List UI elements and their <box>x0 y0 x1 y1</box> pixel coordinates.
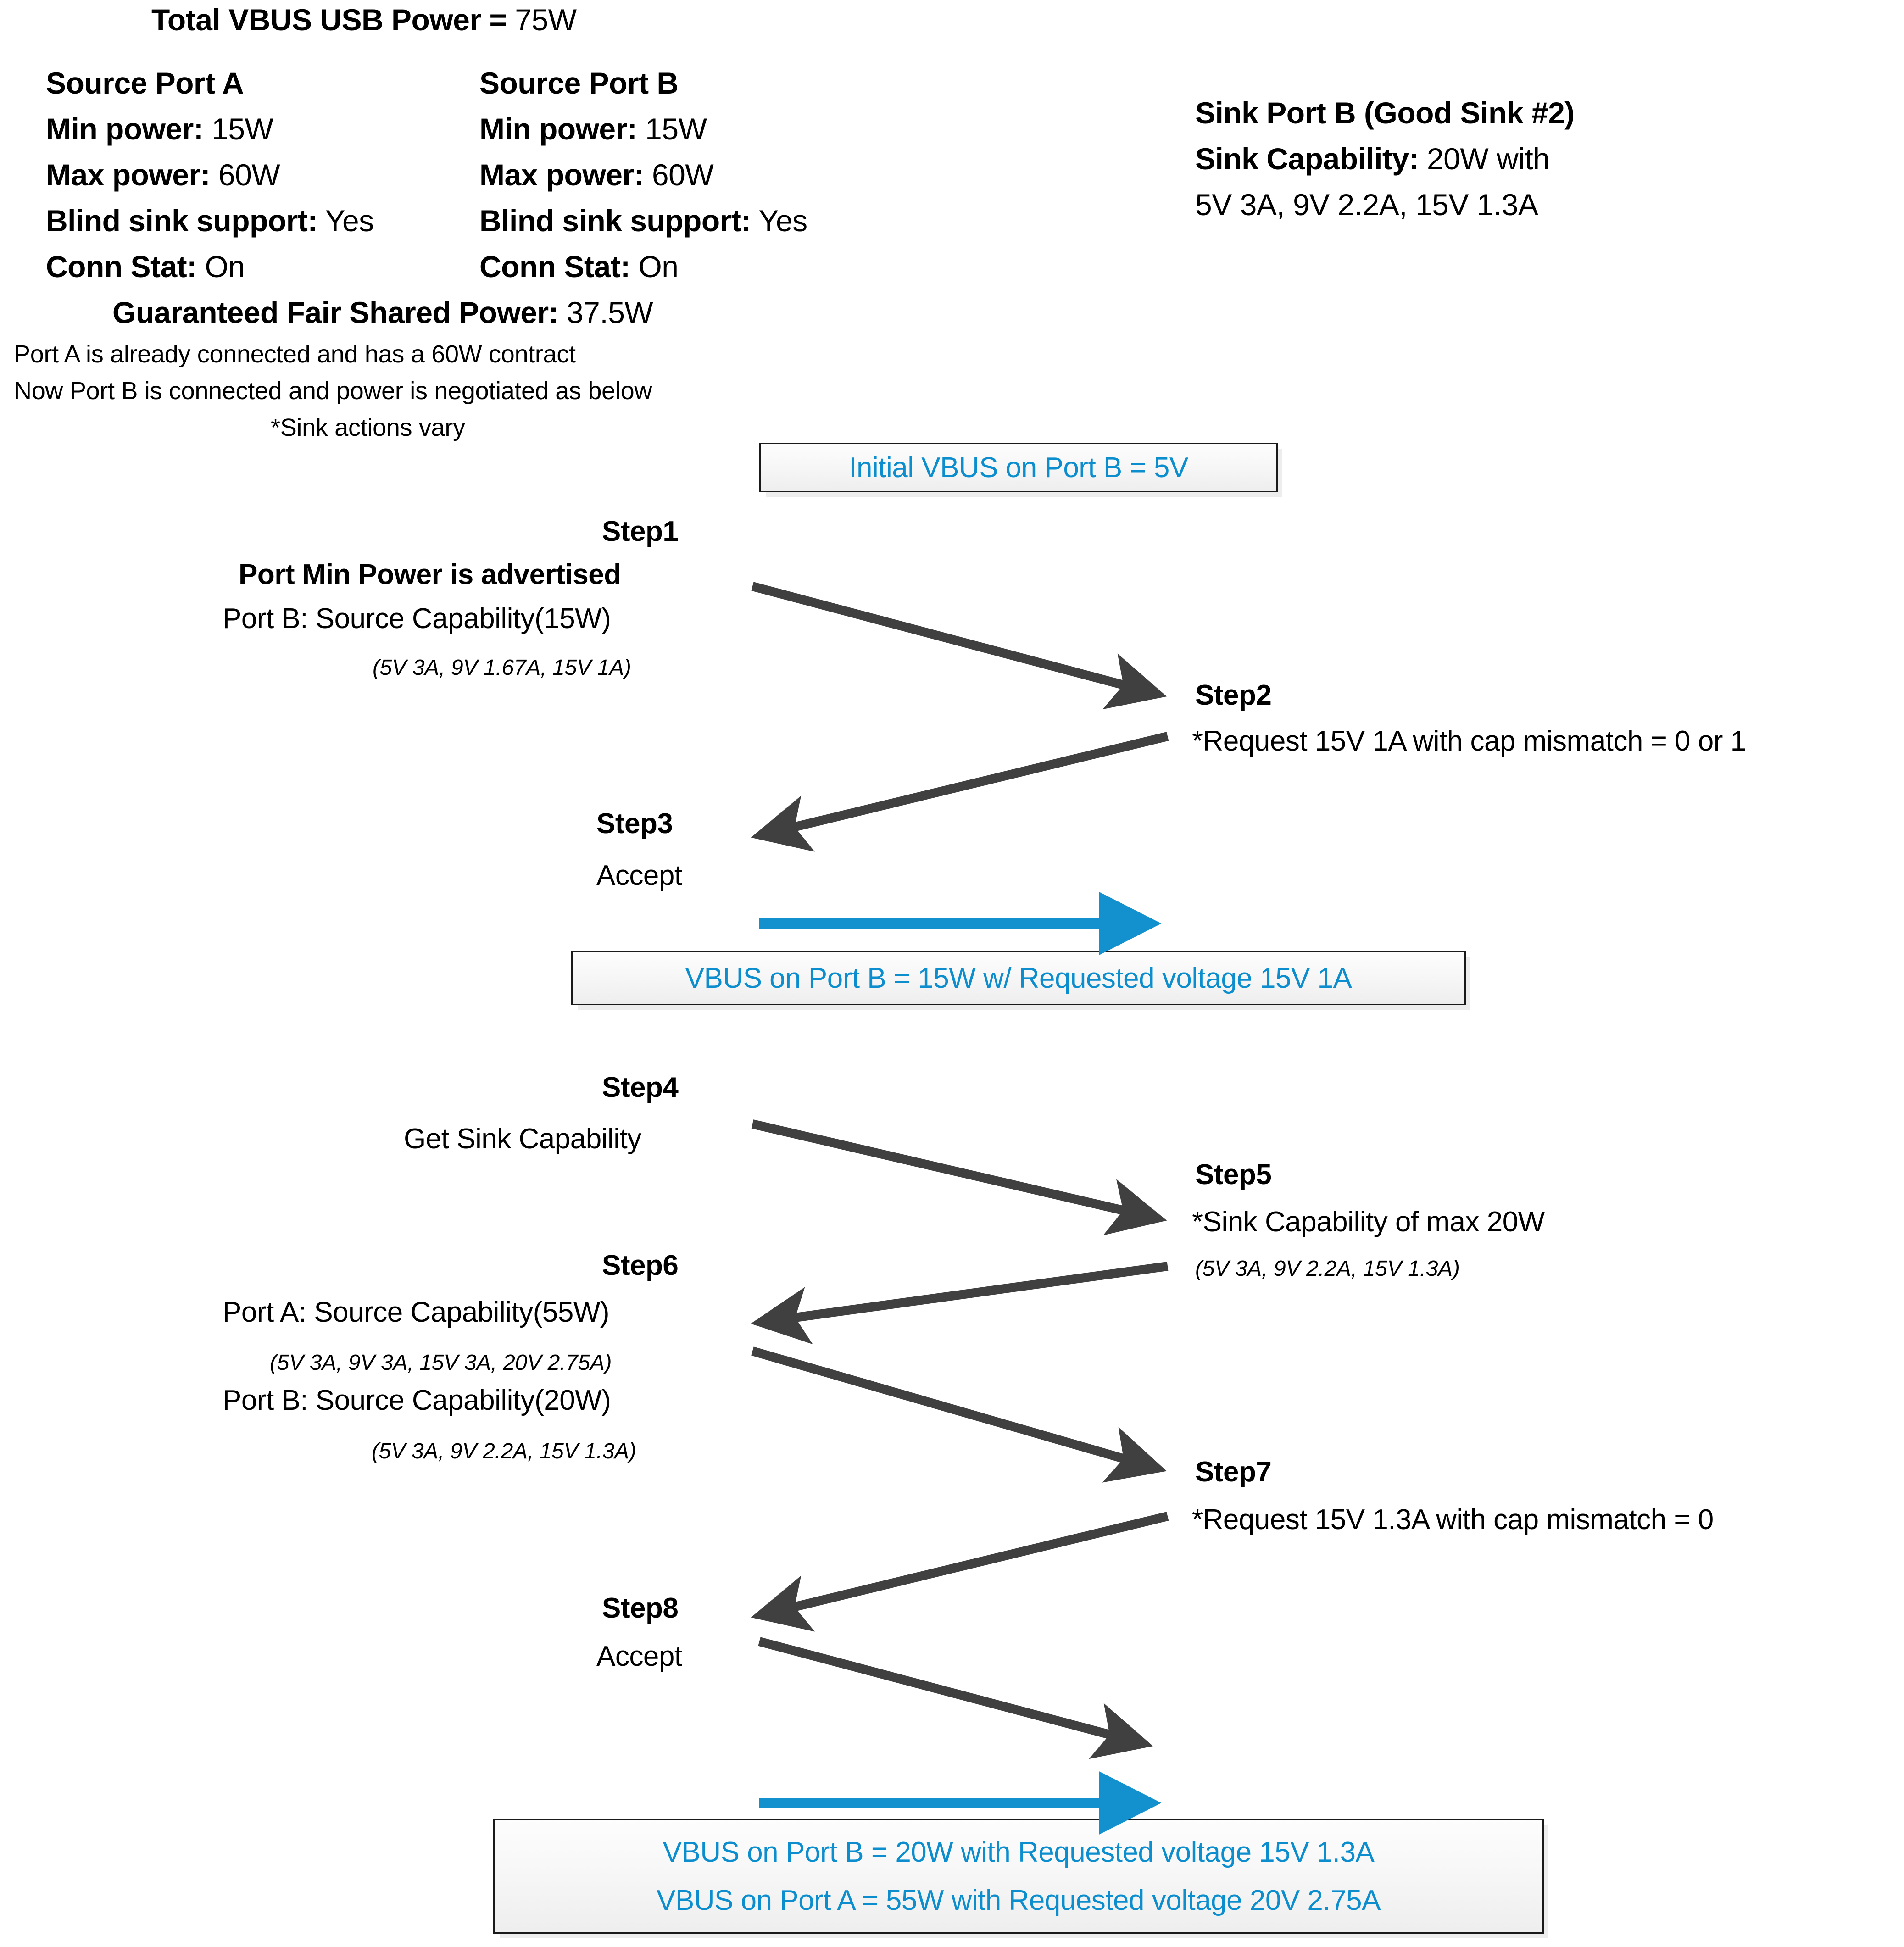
source-port-b-min-power: Min power: 15W <box>479 114 707 144</box>
callout-final-vbus-line1: VBUS on Port B = 20W with Requested volt… <box>663 1836 1375 1868</box>
label: Sink Capability: <box>1195 142 1419 176</box>
step6-port-b-capability: Port B: Source Capability(20W) <box>223 1385 611 1416</box>
value: 20W with <box>1426 142 1550 176</box>
sink-port-b-capability-detail: 5V 3A, 9V 2.2A, 15V 1.3A <box>1195 188 1538 222</box>
step1-label: Step1 <box>602 516 679 547</box>
total-vbus-power-line: Total VBUS USB Power = 75W <box>151 5 577 35</box>
arrow-step2-to-step3 <box>751 732 1169 852</box>
value: On <box>205 250 245 284</box>
step4-get-sink-capability: Get Sink Capability <box>404 1123 641 1155</box>
step6-port-a-detail: (5V 3A, 9V 3A, 15V 3A, 20V 2.75A) <box>270 1351 612 1375</box>
step1-capability-detail: (5V 3A, 9V 1.67A, 15V 1A) <box>373 656 631 680</box>
step1-title: Port Min Power is advertised <box>239 559 621 590</box>
callout-mid-vbus-text: VBUS on Port B = 15W w/ Requested voltag… <box>685 962 1352 994</box>
label: Blind sink support: <box>479 204 751 238</box>
value: 60W <box>218 158 280 192</box>
value: Yes <box>325 204 374 238</box>
source-port-a-max-power: Max power: 60W <box>46 160 280 190</box>
total-vbus-power-label: Total VBUS USB Power = <box>151 3 507 37</box>
step6-port-b-detail: (5V 3A, 9V 2.2A, 15V 1.3A) <box>372 1439 636 1463</box>
source-port-b-conn-stat: Conn Stat: On <box>479 251 679 282</box>
step8-accept: Accept <box>596 1641 682 1672</box>
step5-label: Step5 <box>1195 1159 1272 1190</box>
step5-capability-detail: (5V 3A, 9V 2.2A, 15V 1.3A) <box>1195 1257 1460 1281</box>
guaranteed-fair-shared-power: Guaranteed Fair Shared Power: 37.5W <box>112 297 653 328</box>
step3-label: Step3 <box>596 808 673 840</box>
label: Conn Stat: <box>46 250 197 284</box>
value: Yes <box>758 204 807 238</box>
arrow-step6-to-step7 <box>751 1346 1167 1483</box>
callout-final-vbus-line2: VBUS on Port A = 55W with Requested volt… <box>657 1885 1381 1916</box>
note-port-a-connected: Port A is already connected and has a 60… <box>14 340 576 368</box>
source-port-a-conn-stat: Conn Stat: On <box>46 251 245 282</box>
label: Blind sink support: <box>46 204 317 238</box>
label: Max power: <box>46 158 211 192</box>
sink-port-b-title: Sink Port B (Good Sink #2) <box>1195 96 1575 130</box>
value: 15W <box>645 112 707 146</box>
value: On <box>638 250 679 284</box>
step3-accept: Accept <box>596 860 682 891</box>
step8-label: Step8 <box>602 1592 679 1624</box>
step1-source-capability: Port B: Source Capability(15W) <box>223 603 611 634</box>
value: 60W <box>651 158 714 192</box>
callout-mid-vbus: VBUS on Port B = 15W w/ Requested voltag… <box>571 951 1466 1005</box>
step7-label: Step7 <box>1195 1456 1272 1488</box>
source-port-a-min-power: Min power: 15W <box>46 114 273 144</box>
note-port-b-negotiating: Now Port B is connected and power is neg… <box>14 377 652 405</box>
callout-initial-vbus: Initial VBUS on Port B = 5V <box>759 443 1278 492</box>
step5-sink-capability: *Sink Capability of max 20W <box>1192 1206 1545 1238</box>
source-port-b-blind-sink: Blind sink support: Yes <box>479 206 807 236</box>
callout-final-vbus: VBUS on Port B = 20W with Requested volt… <box>493 1819 1544 1934</box>
arrow-step1-to-step2 <box>751 582 1167 710</box>
arrow-step8-to-final <box>758 1637 1153 1759</box>
step2-request: *Request 15V 1A with cap mismatch = 0 or… <box>1192 725 1746 757</box>
step2-label: Step2 <box>1195 679 1272 711</box>
sink-port-b-capability: Sink Capability: 20W with <box>1195 142 1550 176</box>
arrow-step7-to-step8 <box>751 1512 1169 1632</box>
value: 37.5W <box>566 295 653 329</box>
note-sink-actions-vary: *Sink actions vary <box>271 414 465 441</box>
step6-label: Step6 <box>602 1250 679 1281</box>
step4-label: Step4 <box>602 1072 679 1103</box>
label: Min power: <box>479 112 637 146</box>
source-port-a-blind-sink: Blind sink support: Yes <box>46 206 374 236</box>
label: Conn Stat: <box>479 250 630 284</box>
total-vbus-power-value: 75W <box>515 3 577 37</box>
callout-initial-vbus-text: Initial VBUS on Port B = 5V <box>849 451 1188 484</box>
label: Guaranteed Fair Shared Power: <box>112 295 559 329</box>
source-port-a-title: Source Port A <box>46 66 244 100</box>
step7-request: *Request 15V 1.3A with cap mismatch = 0 <box>1192 1504 1714 1535</box>
value: 15W <box>212 112 273 146</box>
source-port-b-title: Source Port B <box>479 66 679 100</box>
arrow-step5-to-step6 <box>751 1262 1169 1345</box>
label: Max power: <box>479 158 644 192</box>
arrow-step4-to-step5 <box>751 1119 1167 1235</box>
source-port-b-max-power: Max power: 60W <box>479 158 714 192</box>
step6-port-a-capability: Port A: Source Capability(55W) <box>223 1296 610 1328</box>
label: Min power: <box>46 112 204 146</box>
